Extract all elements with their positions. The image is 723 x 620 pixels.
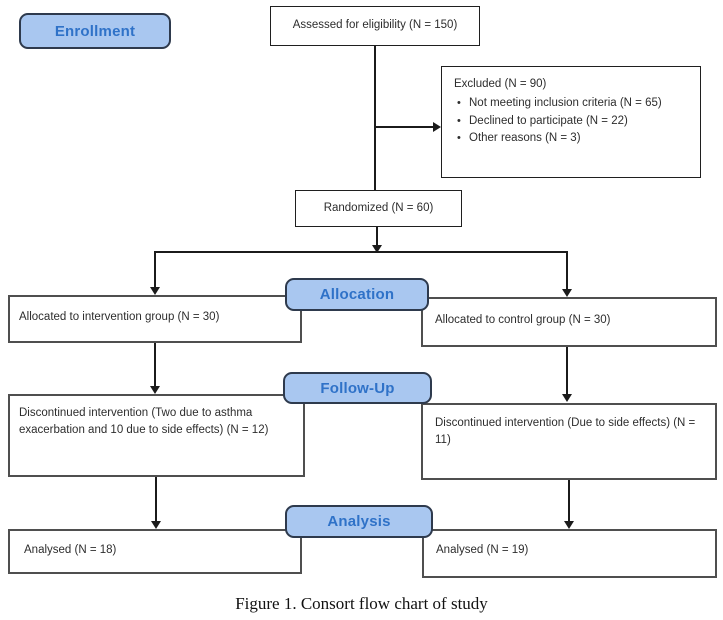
arrowhead-followup-left-icon [150, 386, 160, 394]
connector-randomized-to-split [376, 227, 378, 246]
stage-label-analysis: Analysis [285, 505, 433, 538]
box-analysed-control: Analysed (N = 19) [422, 529, 717, 578]
stage-label-allocation: Allocation [285, 278, 429, 311]
stage-label-followup: Follow-Up [283, 372, 432, 404]
excluded-item-text: Declined to participate (N = 22) [469, 114, 628, 127]
excluded-title: Excluded (N = 90) [454, 78, 547, 90]
arrowhead-intervention-icon [150, 287, 160, 295]
arrowhead-analysis-left-icon [151, 521, 161, 529]
figure-caption: Figure 1. Consort flow chart of study [235, 594, 488, 613]
excluded-item: • Declined to participate (N = 22) [454, 113, 692, 130]
box-allocated-intervention: Allocated to intervention group (N = 30) [8, 295, 302, 343]
arrowhead-control-icon [562, 289, 572, 297]
connector-intervention-to-followup [154, 343, 156, 387]
box-excluded: Excluded (N = 90) • Not meeting inclusion… [441, 66, 701, 178]
excluded-item: • Other reasons (N = 3) [454, 130, 692, 147]
box-assessed-eligibility: Assessed for eligibility (N = 150) [270, 6, 480, 46]
connector-control-to-followup [566, 347, 568, 395]
arrowhead-analysis-right-icon [564, 521, 574, 529]
box-discontinued-control: Discontinued intervention (Due to side e… [421, 403, 717, 480]
connector-split-to-intervention [154, 251, 156, 288]
bullet-icon: • [457, 114, 461, 127]
box-allocated-control: Allocated to control group (N = 30) [421, 297, 717, 347]
box-discontinued-intervention: Discontinued intervention (Two due to as… [8, 394, 305, 477]
connector-followup-to-analysis-right [568, 480, 570, 522]
excluded-item: • Not meeting inclusion criteria (N = 65) [454, 95, 692, 112]
excluded-item-text: Not meeting inclusion criteria (N = 65) [469, 97, 662, 110]
stage-label-enrollment: Enrollment [19, 13, 171, 49]
box-analysed-intervention: Analysed (N = 18) [8, 529, 302, 574]
bullet-icon: • [457, 97, 461, 110]
arrowhead-split-icon [372, 245, 382, 253]
arrowhead-excluded-icon [433, 122, 441, 132]
box-randomized: Randomized (N = 60) [295, 190, 462, 227]
connector-split-horizontal [154, 251, 568, 253]
arrowhead-followup-right-icon [562, 394, 572, 402]
connector-assessed-to-randomized [374, 46, 376, 190]
connector-to-excluded [375, 126, 433, 128]
connector-split-to-control [566, 251, 568, 290]
excluded-item-text: Other reasons (N = 3) [469, 131, 581, 144]
excluded-list: • Not meeting inclusion criteria (N = 65)… [454, 95, 692, 147]
connector-followup-to-analysis-left [155, 477, 157, 522]
bullet-icon: • [457, 131, 461, 144]
